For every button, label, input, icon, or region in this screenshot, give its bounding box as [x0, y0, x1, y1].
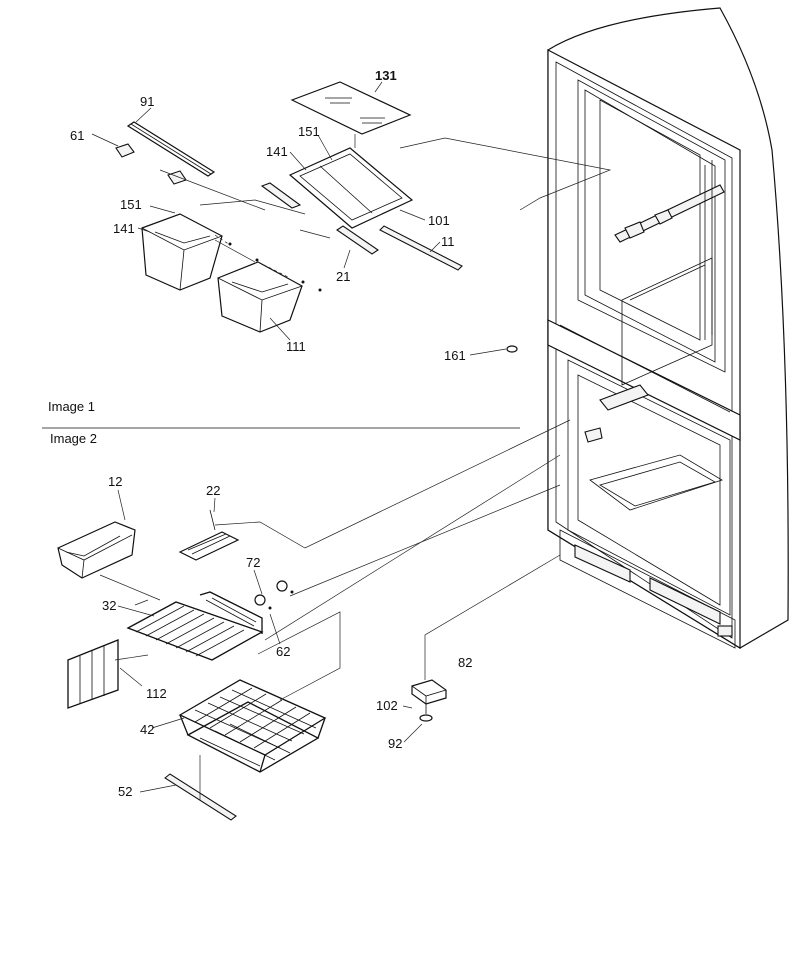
part-32-wire-shelf	[126, 591, 264, 661]
callout-numbers: 131 91 61 151 141 151 141 101 11 21 111 …	[70, 68, 472, 799]
part-22-bracket	[178, 509, 240, 561]
callout-82: 82	[458, 655, 472, 670]
callout-22: 22	[206, 483, 220, 498]
part-111-crisper-drawer	[217, 261, 303, 333]
part-102-leveler	[411, 679, 447, 722]
callout-151-upper: 151	[298, 124, 320, 139]
callout-141-upper: 141	[266, 144, 288, 159]
callout-62: 62	[276, 644, 290, 659]
callout-61: 61	[70, 128, 84, 143]
part-112-divider	[67, 639, 119, 709]
callout-92: 92	[388, 736, 402, 751]
callout-102: 102	[376, 698, 398, 713]
callout-12: 12	[108, 474, 122, 489]
part-161-plug	[469, 345, 518, 356]
callout-72: 72	[246, 555, 260, 570]
section-label-image1: Image 1	[48, 399, 95, 414]
section-label-image2: Image 2	[50, 431, 97, 446]
callout-151-lower: 151	[120, 197, 142, 212]
part-crisper-cover-frame	[260, 147, 414, 229]
part-141-crisper-drawer	[141, 213, 223, 291]
refrigerator-cabinet	[547, 7, 789, 650]
callout-42: 42	[140, 722, 154, 737]
callout-101: 101	[428, 213, 450, 228]
callout-32: 32	[102, 598, 116, 613]
part-11-rod	[379, 225, 463, 271]
callout-52: 52	[118, 784, 132, 799]
part-72-roller	[254, 580, 294, 610]
callout-leaders	[91, 81, 441, 793]
callout-91: 91	[140, 94, 154, 109]
callout-141-lower: 141	[113, 221, 135, 236]
callout-21: 21	[336, 269, 350, 284]
assembly-lines-image1	[159, 134, 612, 292]
part-42-wire-basket	[178, 679, 327, 773]
part-131-shelf-glass	[290, 81, 412, 135]
part-61-bracket	[115, 143, 187, 185]
callout-131: 131	[375, 68, 397, 83]
callout-112: 112	[146, 686, 167, 701]
part-12-freezer-bin	[57, 521, 136, 579]
callout-161: 161	[444, 348, 466, 363]
part-91-rail	[126, 121, 216, 177]
assembly-lines-image2	[99, 419, 571, 800]
callout-11: 11	[441, 234, 455, 249]
callout-111: 111	[286, 339, 306, 354]
part-52-rod	[164, 773, 237, 821]
part-21-rail	[336, 225, 379, 255]
